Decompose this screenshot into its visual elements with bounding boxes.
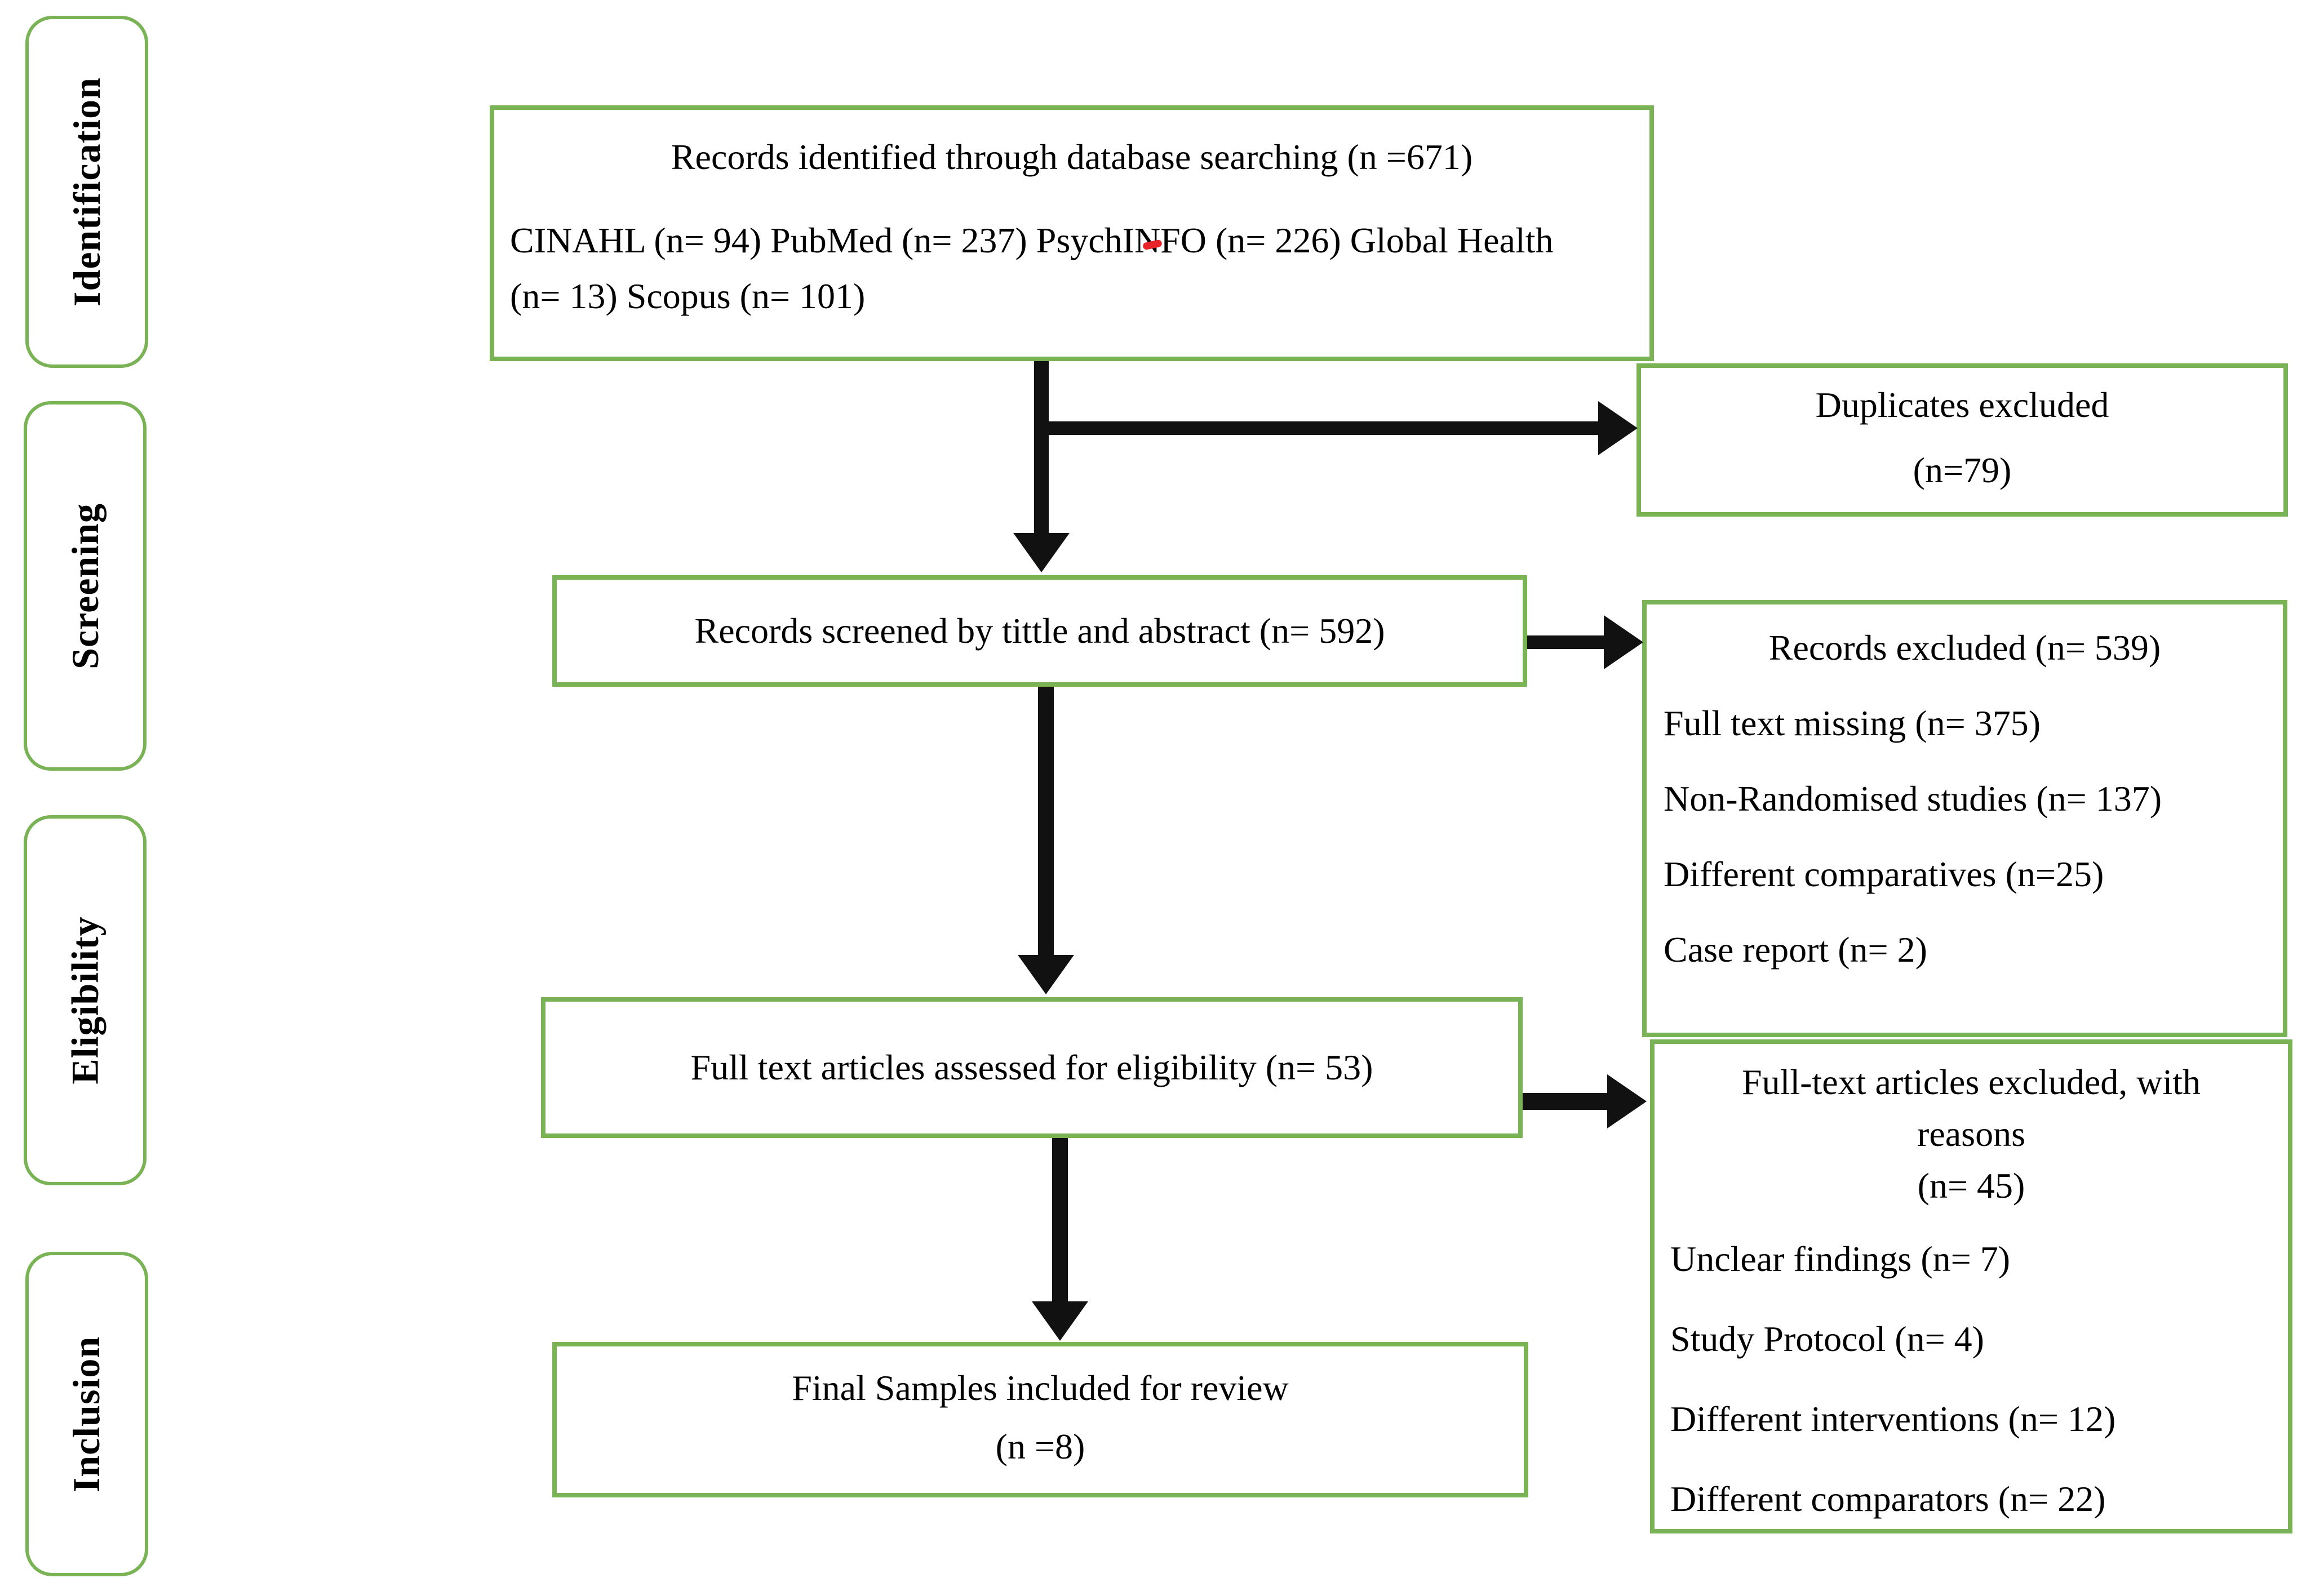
records-excluded-reason: Non-Randomised studies (n= 137) xyxy=(1664,779,2162,819)
final-included-count: (n =8) xyxy=(995,1426,1085,1466)
stage-box-inclusion: Inclusion xyxy=(25,1252,148,1576)
arrow-shaft-screened-to-excluded xyxy=(1527,635,1604,649)
stage-box-identification: Identification xyxy=(25,16,148,368)
arrow-shaft-screened-to-fulltext xyxy=(1038,687,1054,955)
fulltext-excluded-count: (n= 45) xyxy=(1917,1166,2025,1206)
fulltext-assessed-title: Full text articles assessed for eligibil… xyxy=(690,1047,1373,1087)
records-screened-title: Records screened by tittle and abstract … xyxy=(694,611,1385,651)
box-final-included: Final Samples included for review (n =8) xyxy=(552,1342,1528,1497)
duplicates-excluded-title: Duplicates excluded xyxy=(1815,385,2109,425)
fulltext-excluded-reason: Study Protocol (n= 4) xyxy=(1670,1319,1984,1359)
arrow-shaft-fulltext-to-excluded xyxy=(1523,1093,1607,1110)
arrow-head-right-icon xyxy=(1607,1074,1647,1128)
arrow-shaft-identified-to-screened xyxy=(1034,361,1049,533)
stage-box-eligibility: Eligibility xyxy=(24,815,147,1185)
records-excluded-reason: Full text missing (n= 375) xyxy=(1664,703,2041,743)
box-fulltext-excluded: Full-text articles excluded, with reason… xyxy=(1650,1039,2292,1533)
stage-label-identification: Identification xyxy=(65,77,108,306)
fulltext-excluded-reason: Different interventions (n= 12) xyxy=(1670,1399,2116,1439)
arrow-shaft-to-duplicates-excluded xyxy=(1049,421,1598,435)
records-excluded-title: Records excluded (n= 539) xyxy=(1768,628,2161,668)
fulltext-excluded-reason: Unclear findings (n= 7) xyxy=(1670,1239,2011,1279)
records-excluded-reasons: Full text missing (n= 375) Non-Randomise… xyxy=(1647,705,2283,968)
arrow-head-down-icon xyxy=(1032,1301,1088,1341)
arrow-head-right-icon xyxy=(1604,615,1643,669)
stage-label-inclusion: Inclusion xyxy=(65,1336,108,1492)
stage-label-eligibility: Eligibility xyxy=(63,916,107,1084)
duplicates-excluded-count: (n=79) xyxy=(1913,450,2012,490)
records-excluded-reason: Case report (n= 2) xyxy=(1664,930,1927,970)
records-excluded-reason: Different comparatives (n=25) xyxy=(1664,854,2104,894)
arrow-head-down-icon xyxy=(1018,955,1074,994)
stage-label-screening: Screening xyxy=(63,503,107,669)
fulltext-excluded-heading: Full-text articles excluded, with reason… xyxy=(1655,1044,2288,1212)
box-records-screened: Records screened by tittle and abstract … xyxy=(552,575,1527,687)
records-identified-databases: CINAHL (n= 94) PubMed (n= 237) PsychINFO… xyxy=(510,220,1554,317)
fulltext-excluded-reasons: Unclear findings (n= 7) Study Protocol (… xyxy=(1655,1241,2288,1517)
final-included-title: Final Samples included for review xyxy=(792,1368,1289,1408)
fulltext-excluded-reason: Different comparators (n= 22) xyxy=(1670,1479,2106,1519)
arrow-head-down-icon xyxy=(1013,533,1070,572)
box-fulltext-assessed: Full text articles assessed for eligibil… xyxy=(541,997,1523,1138)
box-records-excluded: Records excluded (n= 539) Full text miss… xyxy=(1642,600,2287,1037)
box-records-identified: Records identified through database sear… xyxy=(490,105,1654,361)
stage-box-screening: Screening xyxy=(24,401,147,771)
records-identified-title: Records identified through database sear… xyxy=(671,137,1473,177)
fulltext-excluded-title-line2: reasons xyxy=(1917,1114,2025,1154)
arrow-shaft-fulltext-to-final xyxy=(1052,1138,1068,1301)
fulltext-excluded-title-line1: Full-text articles excluded, with xyxy=(1742,1062,2201,1102)
box-duplicates-excluded: Duplicates excluded (n=79) xyxy=(1636,363,2288,517)
arrow-head-right-icon xyxy=(1598,401,1638,455)
